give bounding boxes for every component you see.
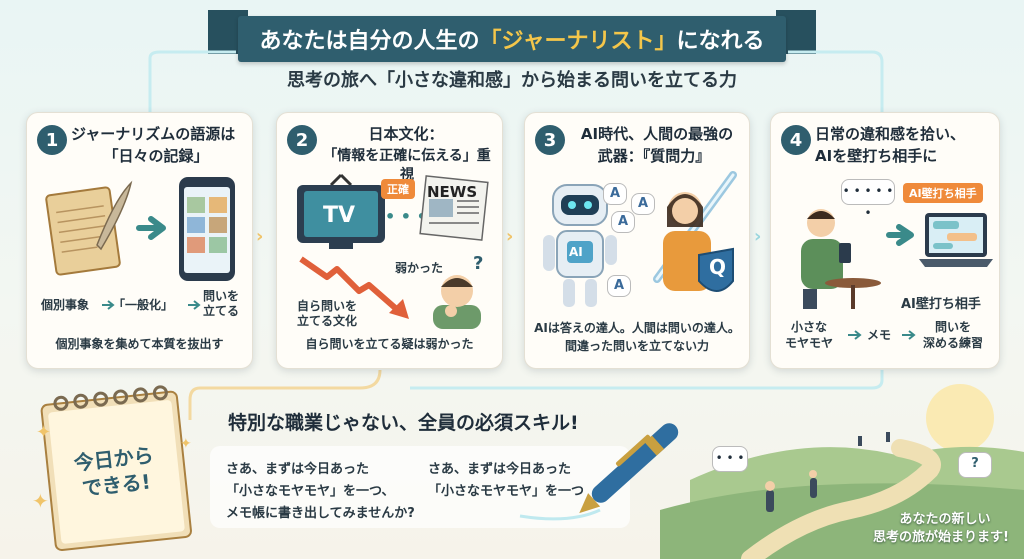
message-panel xyxy=(210,446,630,528)
ai-robot-icon xyxy=(543,184,617,307)
newspaper-icon xyxy=(419,175,489,241)
flow-arrow-icon xyxy=(902,330,916,340)
svg-text:✦: ✦ xyxy=(36,422,51,443)
card-2: 2 日本文化： 「情報を正確に伝える」重視 TV 正確 • • • • NEWS… xyxy=(276,112,503,369)
arrow-right-icon xyxy=(886,224,914,246)
person-sword-shield-icon xyxy=(653,171,737,292)
card-number: 4 xyxy=(781,125,811,155)
flow-c-label: 問いを 深める練習 xyxy=(923,320,984,350)
shield-label: Q xyxy=(709,255,727,279)
laptop-chat-icon xyxy=(919,213,993,267)
news-label: NEWS xyxy=(427,183,478,201)
thought-bubble: • • • • • • xyxy=(841,179,895,220)
tv-label: TV xyxy=(323,203,356,228)
notepad-label: 今日から できる! xyxy=(72,442,155,501)
down-label: 自ら問いを 立てる文化 xyxy=(297,299,358,328)
message-right-line2: 「小さなモヤモヤ」を一つ xyxy=(428,484,585,499)
thinking-person-icon xyxy=(433,275,481,329)
flow-a-label: 個別事象 xyxy=(41,298,90,312)
person-phone-icon xyxy=(801,209,881,309)
tv-icon xyxy=(297,173,385,249)
laptop-label: AI壁打ち相手 xyxy=(901,297,981,312)
message-left-line1: さあ、まずは今日あった xyxy=(226,462,370,477)
pen-icon xyxy=(519,423,679,521)
flow-b-label: 「一般化」 xyxy=(113,298,174,312)
message-left-line2: 「小さなモヤモヤ」を一つ、 xyxy=(226,484,395,499)
smartphone-icon xyxy=(179,177,235,281)
title-post: になれる xyxy=(676,29,765,54)
ai-sparring-tag: AI壁打ち相手 xyxy=(903,183,983,203)
arrow-right-icon xyxy=(136,216,166,240)
journey-text-line1: あなたの新しい xyxy=(899,512,991,527)
card-caption: 個別事象を集めて本質を抜出す xyxy=(55,337,224,351)
card-caption-line2: 間違った問いを立てない力 xyxy=(564,339,709,353)
card-title-line1: AI時代、人間の最強の xyxy=(580,125,734,143)
thought-bubble: • • • xyxy=(712,446,748,472)
card-title-line1: 日常の違和感を拾い、 xyxy=(815,125,966,143)
page-title: あなたは自分の人生の「ジャーナリスト」になれる xyxy=(238,16,786,62)
title-pre: あなたは自分の人生の xyxy=(259,29,480,54)
question-mark-icon: ? xyxy=(473,253,484,274)
flow-arrow-icon xyxy=(188,300,201,310)
answer-bubble: A xyxy=(603,183,627,205)
card-caption-line1: AIは答えの達人。人間は問いの達人。 xyxy=(534,321,740,335)
page-subtitle: 思考の旅へ「小さな違和感」から始まる問いを立てる力 xyxy=(287,70,737,91)
card-title-line1: ジャーナリズムの語源は xyxy=(71,125,236,143)
chevron-right-icon: › xyxy=(506,226,514,247)
chevron-right-icon: › xyxy=(754,226,762,247)
message-left-line3: メモ帳に書き出してみませんか? xyxy=(226,506,415,521)
notebook-quill-icon xyxy=(45,180,133,276)
chevron-right-icon: › xyxy=(256,226,264,247)
bottom-headline: 特別な職業じゃない、全員の必須スキル! xyxy=(228,412,579,434)
journey-landscape xyxy=(660,384,1024,559)
card-title-line2: 武器：『質問力』 xyxy=(597,147,711,165)
message-right-line1: さあ、まずは今日あった xyxy=(428,462,572,477)
svg-text:✦: ✦ xyxy=(32,489,49,513)
answer-bubble: A xyxy=(611,211,635,233)
journey-text-line2: 思考の旅が始まります! xyxy=(873,530,1009,545)
title-highlight: 「ジャーナリスト」 xyxy=(479,29,677,54)
card-number: 3 xyxy=(535,125,565,155)
flow-arrow-icon xyxy=(848,330,862,340)
answer-bubble: A xyxy=(607,275,631,297)
card-number: 2 xyxy=(287,125,317,155)
card-title-line2: 「日々の記録」 xyxy=(103,147,209,165)
card-1: 1 ジャーナリズムの語源は 「日々の記録」 個別事象 「一般化」 問いを 立てる… xyxy=(26,112,253,369)
card-title-line2: AIを壁打ち相手に xyxy=(815,147,938,165)
flow-a-label: 小さな モヤモヤ xyxy=(785,320,834,350)
decline-arrow-icon xyxy=(299,256,409,319)
card-4: 4 日常の違和感を拾い、 AIを壁打ち相手に • • • • • • AI壁打ち… xyxy=(770,112,1000,369)
card-caption: 自ら問いを立てる疑は弱かった xyxy=(305,337,474,351)
robot-label: AI xyxy=(569,245,583,259)
flow-c-label: 問いを 立てる xyxy=(203,289,240,318)
card-title-line1: 日本文化： xyxy=(368,125,444,143)
flow-b-label: メモ xyxy=(867,328,892,342)
card-number: 1 xyxy=(37,125,67,155)
svg-text:✦: ✦ xyxy=(180,436,192,452)
flow-arrow-icon xyxy=(102,300,115,310)
question-bubble: ? xyxy=(958,452,992,478)
answer-bubble: A xyxy=(631,193,655,215)
accuracy-tag: 正確 xyxy=(381,179,415,199)
weak-label: 弱かった xyxy=(395,261,444,275)
notepad-icon: ✦ ✦ ✦ xyxy=(32,385,192,551)
card-3: 3 AI時代、人間の最強の 武器：『質問力』 AI A A A A Q AIは答… xyxy=(524,112,750,369)
